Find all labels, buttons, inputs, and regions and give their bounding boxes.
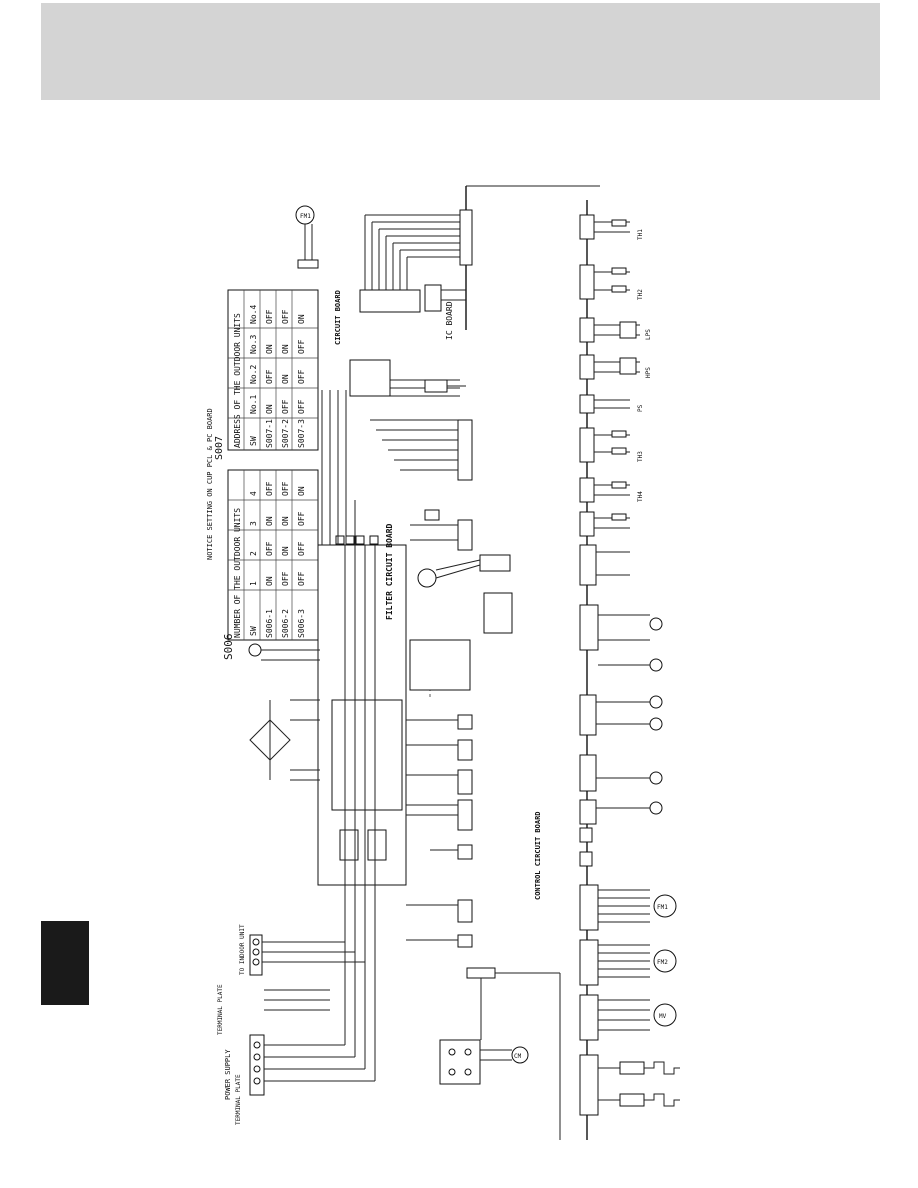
s007-head-2: No.2 bbox=[249, 365, 258, 384]
fm1-label: FM1 bbox=[657, 904, 668, 911]
s006-r3-4: ON bbox=[297, 486, 306, 496]
section-tab-marker bbox=[41, 921, 89, 1005]
s006-head-sw: SW bbox=[249, 626, 258, 636]
s007-r2-4: OFF bbox=[281, 309, 290, 324]
s006-r2-4: OFF bbox=[281, 481, 290, 496]
s007-r2-2: ON bbox=[281, 374, 290, 384]
control-board-label: CONTROL CIRCUIT BOARD bbox=[534, 811, 542, 900]
s006-r1-1: ON bbox=[265, 576, 274, 586]
relay-2 bbox=[367, 829, 387, 861]
table-s006: NUMBER OF THE OUTDOOR UNITS SW 1 2 3 4 S… bbox=[227, 469, 319, 641]
fm2-label: FM2 bbox=[657, 959, 668, 966]
s007-r1-2: OFF bbox=[265, 369, 274, 384]
th1-label: TH1 bbox=[637, 229, 644, 240]
s006-r2-3: ON bbox=[281, 516, 290, 526]
ctm-sensor bbox=[417, 568, 437, 588]
s007-r3-1: OFF bbox=[297, 399, 306, 414]
s006-head-3: 3 bbox=[249, 521, 258, 526]
center-connectors bbox=[406, 509, 513, 948]
s007-r3-sw: S007-3 bbox=[297, 419, 306, 448]
mid-connector bbox=[349, 359, 391, 397]
header-band bbox=[41, 3, 880, 100]
s007-r1-3: ON bbox=[265, 344, 274, 354]
notice-label: NOTICE SETTING ON CUP PCL & PC BOARD bbox=[206, 408, 214, 560]
inner-block bbox=[331, 699, 403, 811]
circuit-board-connector bbox=[359, 289, 421, 313]
s006-r1-4: OFF bbox=[265, 481, 274, 496]
s006-r2-2: ON bbox=[281, 546, 290, 556]
motor-valve bbox=[653, 1003, 677, 1027]
cn-mid-right bbox=[457, 419, 473, 481]
s007-r2-1: OFF bbox=[281, 399, 290, 414]
terminal-plate-label: TERMINAL PLATE bbox=[235, 1074, 242, 1125]
s007-head-sw: SW bbox=[249, 436, 258, 446]
mv-label: MV bbox=[659, 1013, 667, 1020]
s006-r2-1: OFF bbox=[281, 571, 290, 586]
fan-motor-1 bbox=[653, 894, 677, 918]
s006-r1-3: ON bbox=[265, 516, 274, 526]
to-indoor-label: TO INDOOR UNIT bbox=[239, 924, 246, 975]
s007-r2-sw: S007-2 bbox=[281, 419, 290, 448]
s007-r1-4: OFF bbox=[265, 309, 274, 324]
s006-head-1: 1 bbox=[249, 581, 258, 586]
th4-label: TH4 bbox=[637, 491, 644, 502]
cn-top-right bbox=[459, 209, 473, 266]
th3-label: TH3 bbox=[637, 451, 644, 462]
s007-r3-3: OFF bbox=[297, 339, 306, 354]
compressor-motor bbox=[511, 1046, 529, 1064]
s006-r3-sw: S006-3 bbox=[297, 609, 306, 638]
s007-head-4: No.4 bbox=[249, 305, 258, 324]
s007-r1-sw: S007-1 bbox=[265, 419, 274, 448]
filter-board-label: FILTER CIRCUIT BOARD bbox=[385, 523, 394, 620]
s007-r2-3: ON bbox=[281, 344, 290, 354]
s006-r1-2: OFF bbox=[265, 541, 274, 556]
right-component-column: TH1 TH2 LPS HPS PS TH3 TH4 bbox=[579, 214, 680, 1116]
s007-head-1: No.1 bbox=[249, 395, 258, 414]
table-s007: ADDRESS OF THE OUTDOOR UNITS SW No.1 No.… bbox=[227, 289, 319, 451]
left-power-section: TO INDOOR UNIT POWER SUPPLY TERMINAL PLA… bbox=[217, 643, 376, 1125]
ic-board-connector bbox=[424, 284, 442, 312]
cm-label: CM bbox=[514, 1053, 522, 1060]
s006-r2-sw: S006-2 bbox=[281, 609, 290, 638]
lps-label: LPS bbox=[645, 329, 652, 340]
s006-r3-3: OFF bbox=[297, 511, 306, 526]
fm-top-label: FM1 bbox=[300, 213, 311, 220]
terminal-plate-2-label: TERMINAL PLATE bbox=[217, 984, 224, 1035]
ps-label: PS bbox=[637, 404, 644, 412]
s006-head-4: 4 bbox=[249, 491, 258, 496]
s006-label: S006 bbox=[222, 634, 235, 661]
fm-top-connector bbox=[297, 259, 319, 269]
s006-r1-sw: S006-1 bbox=[265, 609, 274, 638]
s007-r3-2: OFF bbox=[297, 369, 306, 384]
th2-label: TH2 bbox=[637, 289, 644, 300]
s006-table-title: NUMBER OF THE OUTDOOR UNITS bbox=[233, 508, 242, 638]
s007-r3-4: ON bbox=[297, 314, 306, 324]
hps-label: HPS bbox=[645, 367, 652, 378]
s007-table-title: ADDRESS OF THE OUTDOOR UNITS bbox=[233, 313, 242, 448]
s007-label: S007 bbox=[214, 436, 225, 460]
power-supply-label: POWER SUPPLY bbox=[224, 1049, 232, 1100]
s006-r3-2: OFF bbox=[297, 541, 306, 556]
circuit-board-label: CIRCUIT BOARD bbox=[334, 290, 342, 345]
fan-motor-2 bbox=[653, 949, 677, 973]
ic-board-label: IC BOARD bbox=[445, 301, 454, 340]
s007-r1-1: ON bbox=[265, 404, 274, 414]
s007-head-3: No.3 bbox=[249, 335, 258, 354]
s006-head-2: 2 bbox=[249, 551, 258, 556]
s006-r3-1: OFF bbox=[297, 571, 306, 586]
compressor-terminal bbox=[439, 1039, 481, 1085]
